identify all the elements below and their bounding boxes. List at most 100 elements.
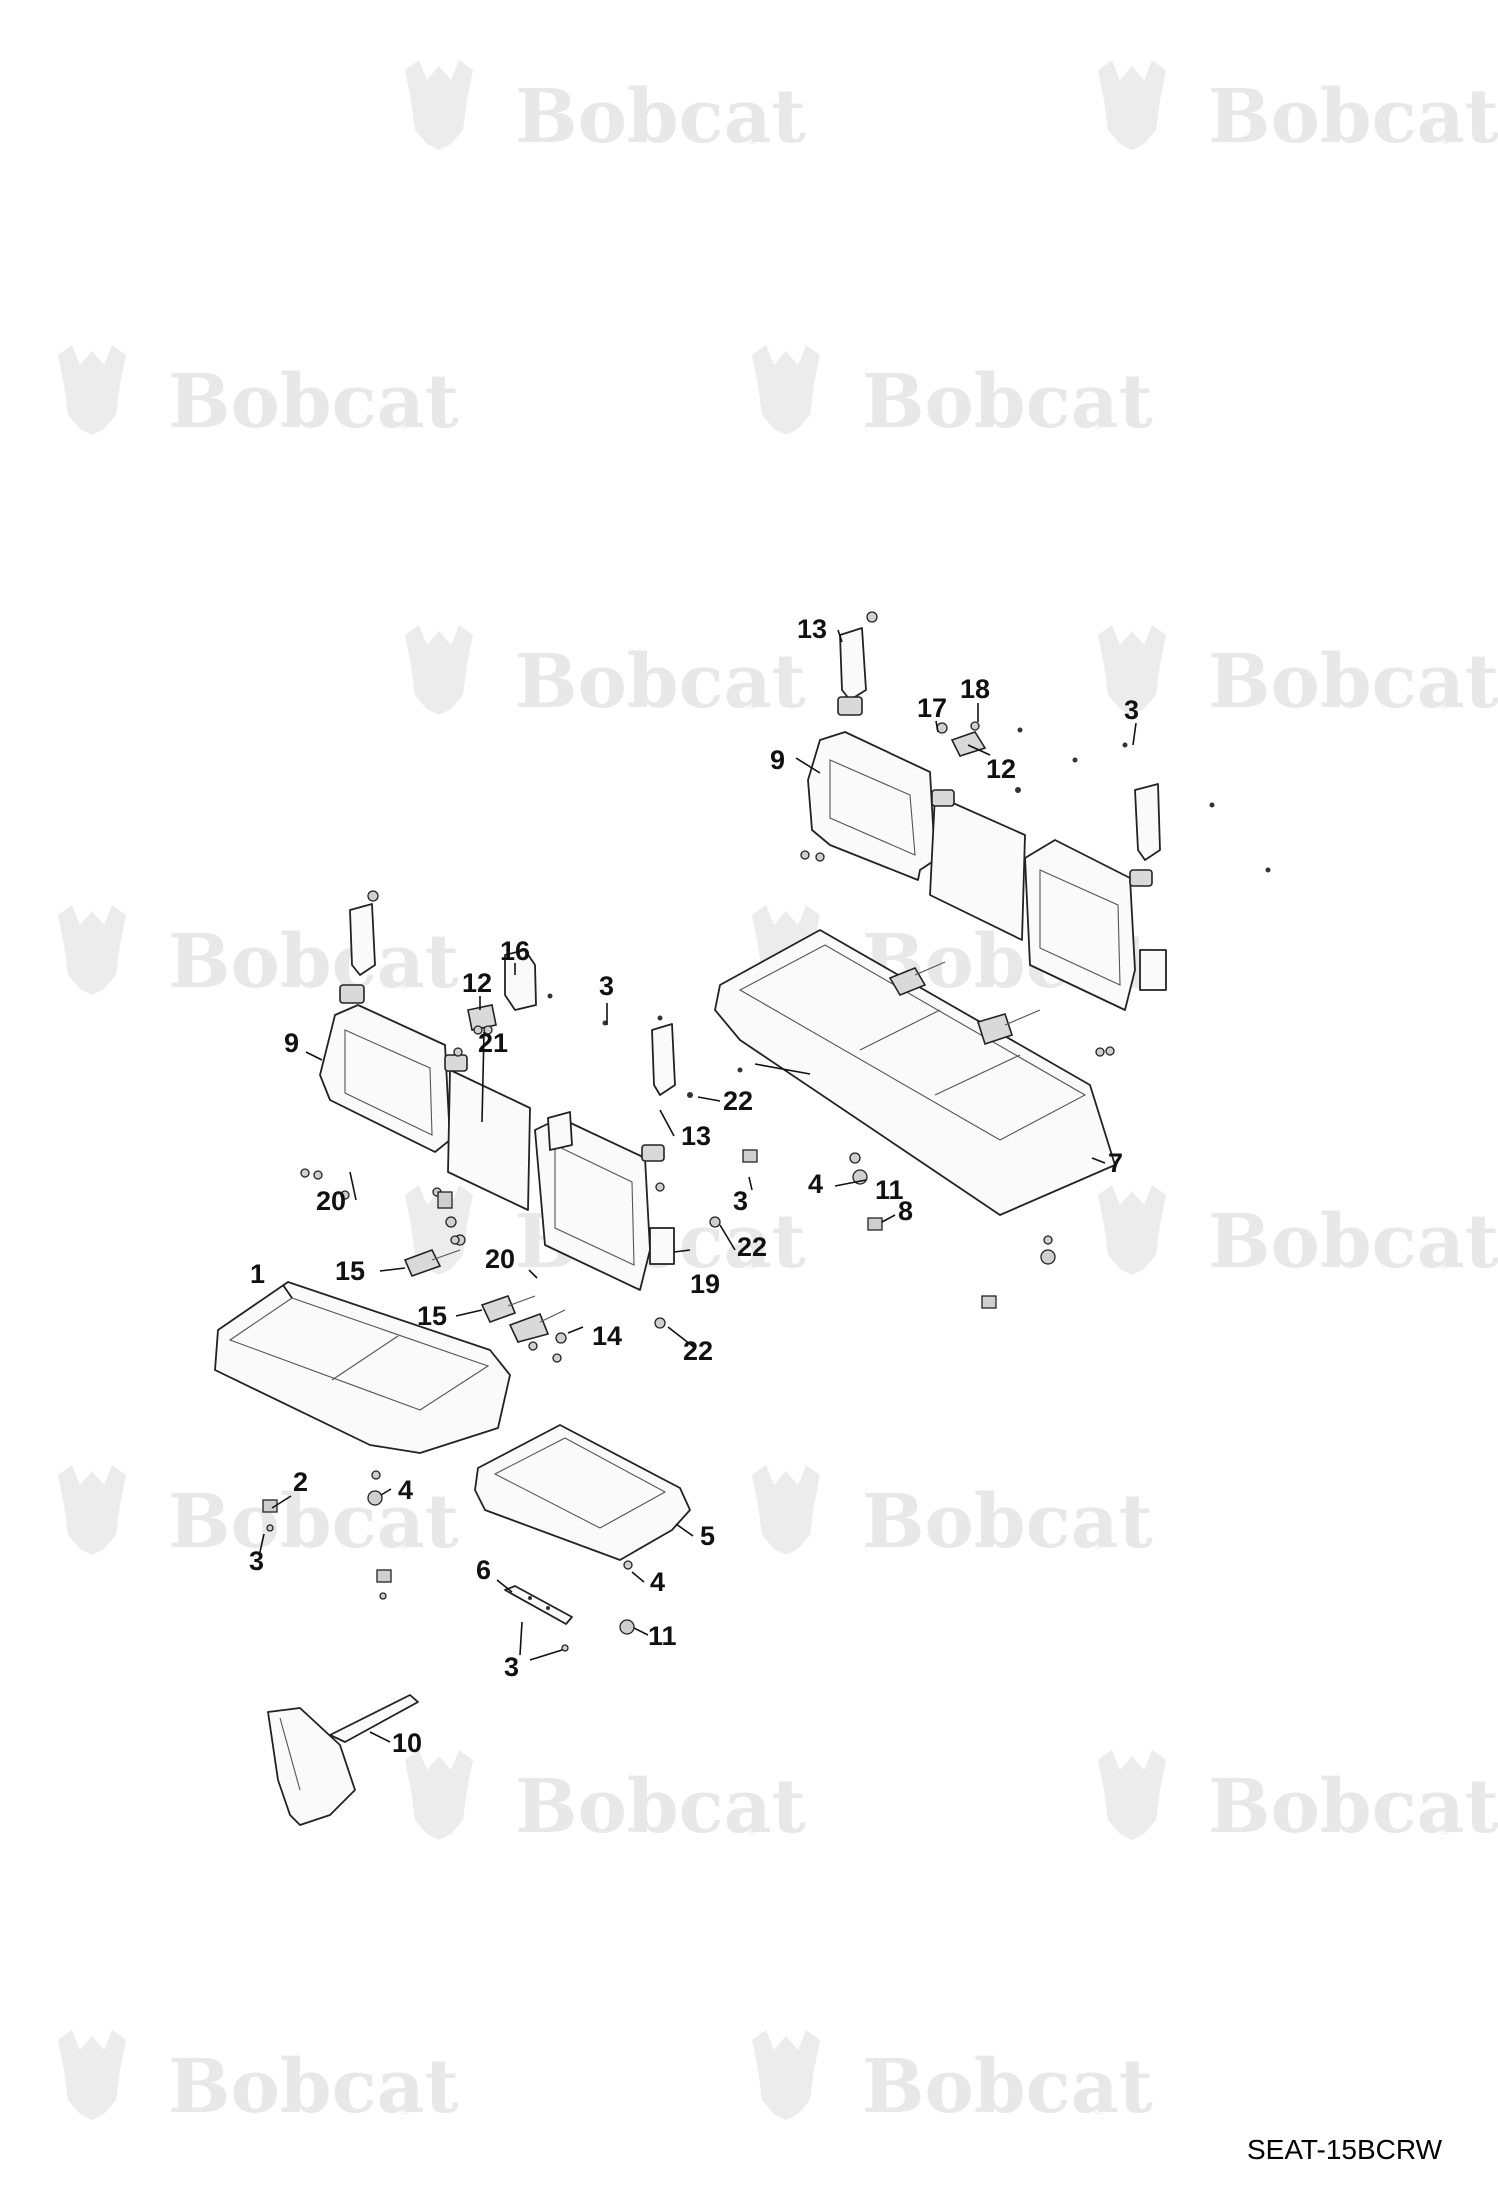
watermark-logo: Bobcat® — [405, 60, 806, 160]
side-shield-arm — [329, 1694, 419, 1743]
callout-15: 15 — [335, 1256, 365, 1286]
watermark-logo: Bobcat® — [752, 1465, 1153, 1565]
watermark-text: Bobcat — [1208, 74, 1498, 160]
rear-seatbelt-buckle — [976, 1013, 1014, 1046]
rear-hinge-bracket — [950, 731, 987, 757]
front-seatback-guide — [444, 1054, 468, 1072]
callout-22: 22 — [737, 1232, 767, 1262]
watermark-logo: Bobcat® — [405, 625, 806, 725]
svg-text:®: ® — [398, 2102, 412, 2118]
callout-19: 19 — [690, 1269, 720, 1299]
rear-headrest-bracket-right — [1134, 783, 1161, 861]
watermark-logo: Bobcat® — [752, 345, 1153, 445]
svg-text:®: ® — [1438, 1822, 1452, 1838]
watermark-logo: Bobcat® — [58, 345, 459, 445]
rear-seatback-right — [1024, 839, 1136, 1011]
callout-10: 10 — [392, 1728, 422, 1758]
watermark-text: Bobcat — [862, 2044, 1153, 2130]
front-hinge-bracket — [467, 1004, 497, 1031]
svg-text:®: ® — [398, 977, 412, 993]
front-mounting-strip — [504, 1585, 573, 1625]
front-side-bracket — [649, 1227, 675, 1265]
front-seatback-center — [447, 1069, 531, 1211]
watermark-logo: Bobcat® — [405, 1750, 806, 1850]
watermark-layer: Bobcat® Bobcat® Bobcat® Bobcat® Bobcat® … — [58, 60, 1498, 2130]
front-hinge-plate — [504, 949, 537, 1011]
callout-22: 22 — [683, 1336, 713, 1366]
watermark-logo: Bobcat® — [58, 1465, 459, 1565]
callout-8: 8 — [898, 1196, 913, 1226]
front-seat-cushion-right — [474, 1424, 691, 1561]
rear-seat-assembly — [714, 611, 1271, 1309]
svg-text:®: ® — [398, 417, 412, 433]
front-seatbelt-buckle — [480, 1294, 517, 1323]
watermark-text: Bobcat — [168, 919, 459, 1005]
callout-18: 18 — [960, 674, 990, 704]
front-side-bracket-upper — [547, 1111, 573, 1151]
callout-3: 3 — [249, 1546, 264, 1576]
watermark-text: Bobcat — [1208, 639, 1498, 725]
svg-text:®: ® — [1092, 1537, 1106, 1553]
front-seatback-guide — [339, 984, 365, 1004]
rear-seatback-guide — [837, 696, 863, 716]
svg-text:®: ® — [1438, 697, 1452, 713]
callout-4: 4 — [398, 1475, 413, 1505]
callout-9: 9 — [284, 1028, 299, 1058]
side-shield — [267, 1707, 356, 1826]
svg-text:®: ® — [398, 1537, 412, 1553]
callout-3: 3 — [504, 1652, 519, 1682]
callout-16: 16 — [500, 936, 530, 966]
front-cushion-nut — [367, 1490, 383, 1506]
front-seatbelt-buckle — [403, 1249, 442, 1278]
callout-13: 13 — [681, 1121, 711, 1151]
callout-5: 5 — [700, 1521, 715, 1551]
callout-21: 21 — [478, 1028, 508, 1058]
callout-3: 3 — [733, 1186, 748, 1216]
rear-seatback-left — [807, 731, 936, 881]
callout-12: 12 — [462, 968, 492, 998]
callout-20: 20 — [316, 1186, 346, 1216]
svg-text:®: ® — [1438, 132, 1452, 148]
leader-lines — [259, 629, 1137, 1743]
watermark-logo: Bobcat® — [1098, 1185, 1498, 1285]
callout-1: 1 — [250, 1259, 265, 1289]
rear-headrest-bracket — [839, 627, 867, 701]
svg-text:®: ® — [745, 697, 759, 713]
front-seatback-guide — [641, 1144, 665, 1162]
callout-4: 4 — [808, 1169, 823, 1199]
callout-14: 14 — [592, 1321, 622, 1351]
watermark-logo: Bobcat® — [752, 2030, 1153, 2130]
watermark-text: Bobcat — [862, 1479, 1153, 1565]
watermark-text: Bobcat — [515, 1764, 806, 1850]
watermark-text: Bobcat — [515, 639, 806, 725]
svg-text:®: ® — [1092, 417, 1106, 433]
watermark-text: Bobcat — [862, 359, 1153, 445]
watermark-text: Bobcat — [168, 2044, 459, 2130]
callout-labels: 13 17 18 3 9 12 12 16 3 9 21 22 4 11 7 1… — [249, 614, 1139, 1758]
watermark-text: Bobcat — [1208, 1199, 1498, 1285]
svg-text:®: ® — [1438, 1257, 1452, 1273]
rear-side-bracket — [1139, 949, 1167, 991]
front-seatback-left — [319, 1004, 451, 1153]
watermark-logo: Bobcat® — [1098, 1750, 1498, 1850]
callout-6: 6 — [476, 1555, 491, 1585]
rear-seatback-guide — [1129, 869, 1153, 887]
front-headrest-bracket-right — [651, 1023, 676, 1096]
rear-seat-cushion — [714, 929, 1116, 1216]
front-seat-cushion-left — [214, 1281, 511, 1454]
callout-12: 12 — [986, 754, 1016, 784]
callout-17: 17 — [917, 693, 947, 723]
watermark-logo: Bobcat® — [1098, 625, 1498, 725]
watermark-text: Bobcat — [1208, 1764, 1498, 1850]
watermark-logo: Bobcat® — [58, 905, 459, 1005]
front-headrest-bracket — [349, 903, 376, 976]
watermark-logo: Bobcat® — [58, 2030, 459, 2130]
callout-3: 3 — [1124, 695, 1139, 725]
svg-text:®: ® — [745, 1257, 759, 1273]
callout-22: 22 — [723, 1086, 753, 1116]
callout-2: 2 — [293, 1467, 308, 1497]
svg-text:®: ® — [745, 1822, 759, 1838]
rear-seatback-guide — [931, 789, 955, 807]
